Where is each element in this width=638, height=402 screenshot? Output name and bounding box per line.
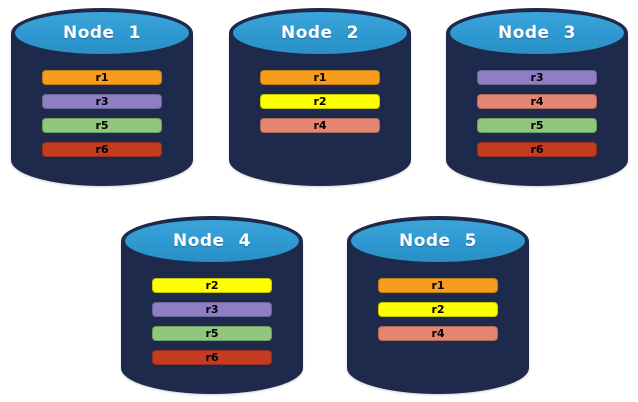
replica-bar: r3 (477, 70, 597, 85)
node-2-replica-list: r1 r2 r4 (229, 70, 411, 133)
replica-bar: r1 (42, 70, 162, 85)
node-5-body (347, 241, 529, 394)
replica-bar: r6 (42, 142, 162, 157)
node-2-top-ellipse: Node 2 (229, 8, 411, 58)
replica-bar: r5 (477, 118, 597, 133)
replica-bar: r5 (42, 118, 162, 133)
node-title: Node 4 (172, 231, 251, 251)
replica-bar: r2 (378, 302, 498, 317)
node-title: Node 5 (398, 231, 477, 251)
node-4-body (121, 241, 303, 394)
node-cylinder-4: Node 4 r2 r3 r5 r6 (121, 216, 303, 394)
replica-bar: r4 (260, 118, 380, 133)
node-3-replica-list: r3 r4 r5 r6 (446, 70, 628, 157)
node-1-top-ellipse: Node 1 (11, 8, 193, 58)
node-title: Node 3 (497, 23, 576, 43)
node-5-top-ellipse: Node 5 (347, 216, 529, 266)
node-3-body (446, 33, 628, 186)
replica-bar: r1 (260, 70, 380, 85)
node-1-body (11, 33, 193, 186)
replica-bar: r2 (152, 278, 272, 293)
node-cylinder-5: Node 5 r1 r2 r4 (347, 216, 529, 394)
replica-bar: r4 (378, 326, 498, 341)
node-5-replica-list: r1 r2 r4 (347, 278, 529, 341)
node-3-top-ellipse: Node 3 (446, 8, 628, 58)
node-4-top-ellipse: Node 4 (121, 216, 303, 266)
replica-bar: r6 (477, 142, 597, 157)
node-2-body (229, 33, 411, 186)
node-cylinder-2: Node 2 r1 r2 r4 (229, 8, 411, 186)
replica-bar: r3 (152, 302, 272, 317)
node-1-replica-list: r1 r3 r5 r6 (11, 70, 193, 157)
node-4-replica-list: r2 r3 r5 r6 (121, 278, 303, 365)
node-title: Node 2 (280, 23, 359, 43)
replica-bar: r1 (378, 278, 498, 293)
node-cylinder-3: Node 3 r3 r4 r5 r6 (446, 8, 628, 186)
replica-bar: r3 (42, 94, 162, 109)
node-cylinder-1: Node 1 r1 r3 r5 r6 (11, 8, 193, 186)
replica-bar: r2 (260, 94, 380, 109)
node-title: Node 1 (62, 23, 141, 43)
replica-bar: r4 (477, 94, 597, 109)
replica-bar: r6 (152, 350, 272, 365)
replica-bar: r5 (152, 326, 272, 341)
